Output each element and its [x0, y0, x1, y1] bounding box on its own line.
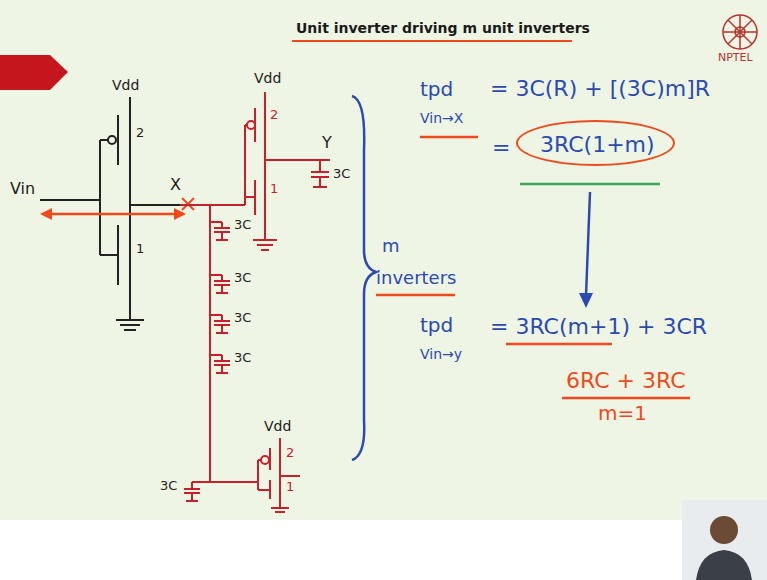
slide-background	[0, 0, 767, 520]
emphasis-underlines	[376, 137, 690, 398]
formula-label: tpd	[420, 78, 453, 101]
transistor-size: 1	[286, 480, 294, 495]
formula-label: tpd	[420, 314, 453, 337]
result-underline	[520, 183, 660, 186]
delay-path-arrow	[40, 198, 194, 220]
transistor-size: 1	[136, 242, 144, 257]
supply-label: Vdd	[254, 70, 281, 86]
supply-label: Vdd	[112, 77, 139, 93]
result-formula: 3RC(1+m)	[540, 132, 651, 157]
delay-formula: = 3RC(m+1) + 3CR	[490, 314, 707, 339]
node-name: Y	[322, 134, 332, 152]
group-label: inverters	[376, 268, 456, 289]
group-bracket	[352, 96, 376, 460]
logo-text: NPTEL	[718, 52, 753, 65]
formula-subscript: Vin→X	[420, 110, 463, 126]
driver-inverter	[40, 97, 180, 330]
capacitance-label: 3C	[234, 351, 251, 366]
derivation-arrow	[579, 192, 593, 308]
capacitance-label: 3C	[234, 218, 251, 233]
example-result: 6RC + 3RC	[566, 368, 686, 393]
title-underline	[292, 40, 572, 42]
transistor-size: 2	[270, 108, 278, 123]
group-count: m	[382, 236, 400, 257]
delay-formula: = 3C(R) + [(3C)m]R	[490, 76, 710, 101]
signal-name: Vin	[10, 180, 35, 198]
capacitance-label: 3C	[234, 311, 251, 326]
transistor-size: 2	[136, 126, 144, 141]
transistor-size: 1	[270, 182, 278, 197]
capacitance-label: 3C	[333, 167, 350, 182]
circled-result: 3RC(1+m)	[516, 120, 675, 166]
capacitance-label: 3C	[160, 479, 177, 494]
banner-arrow	[0, 55, 68, 90]
supply-label: Vdd	[264, 418, 291, 434]
transistor-size: 2	[286, 446, 294, 461]
slide-title: Unit inverter driving m unit inverters	[296, 20, 590, 36]
formula-subscript: Vin→y	[420, 346, 462, 362]
load-inverters	[180, 92, 330, 512]
capacitance-label: 3C	[234, 271, 251, 286]
delay-formula: =	[492, 135, 510, 160]
example-condition: m=1	[598, 402, 647, 425]
logo-wheel	[723, 15, 757, 49]
presenter-video	[682, 500, 767, 580]
node-name: X	[170, 176, 181, 194]
